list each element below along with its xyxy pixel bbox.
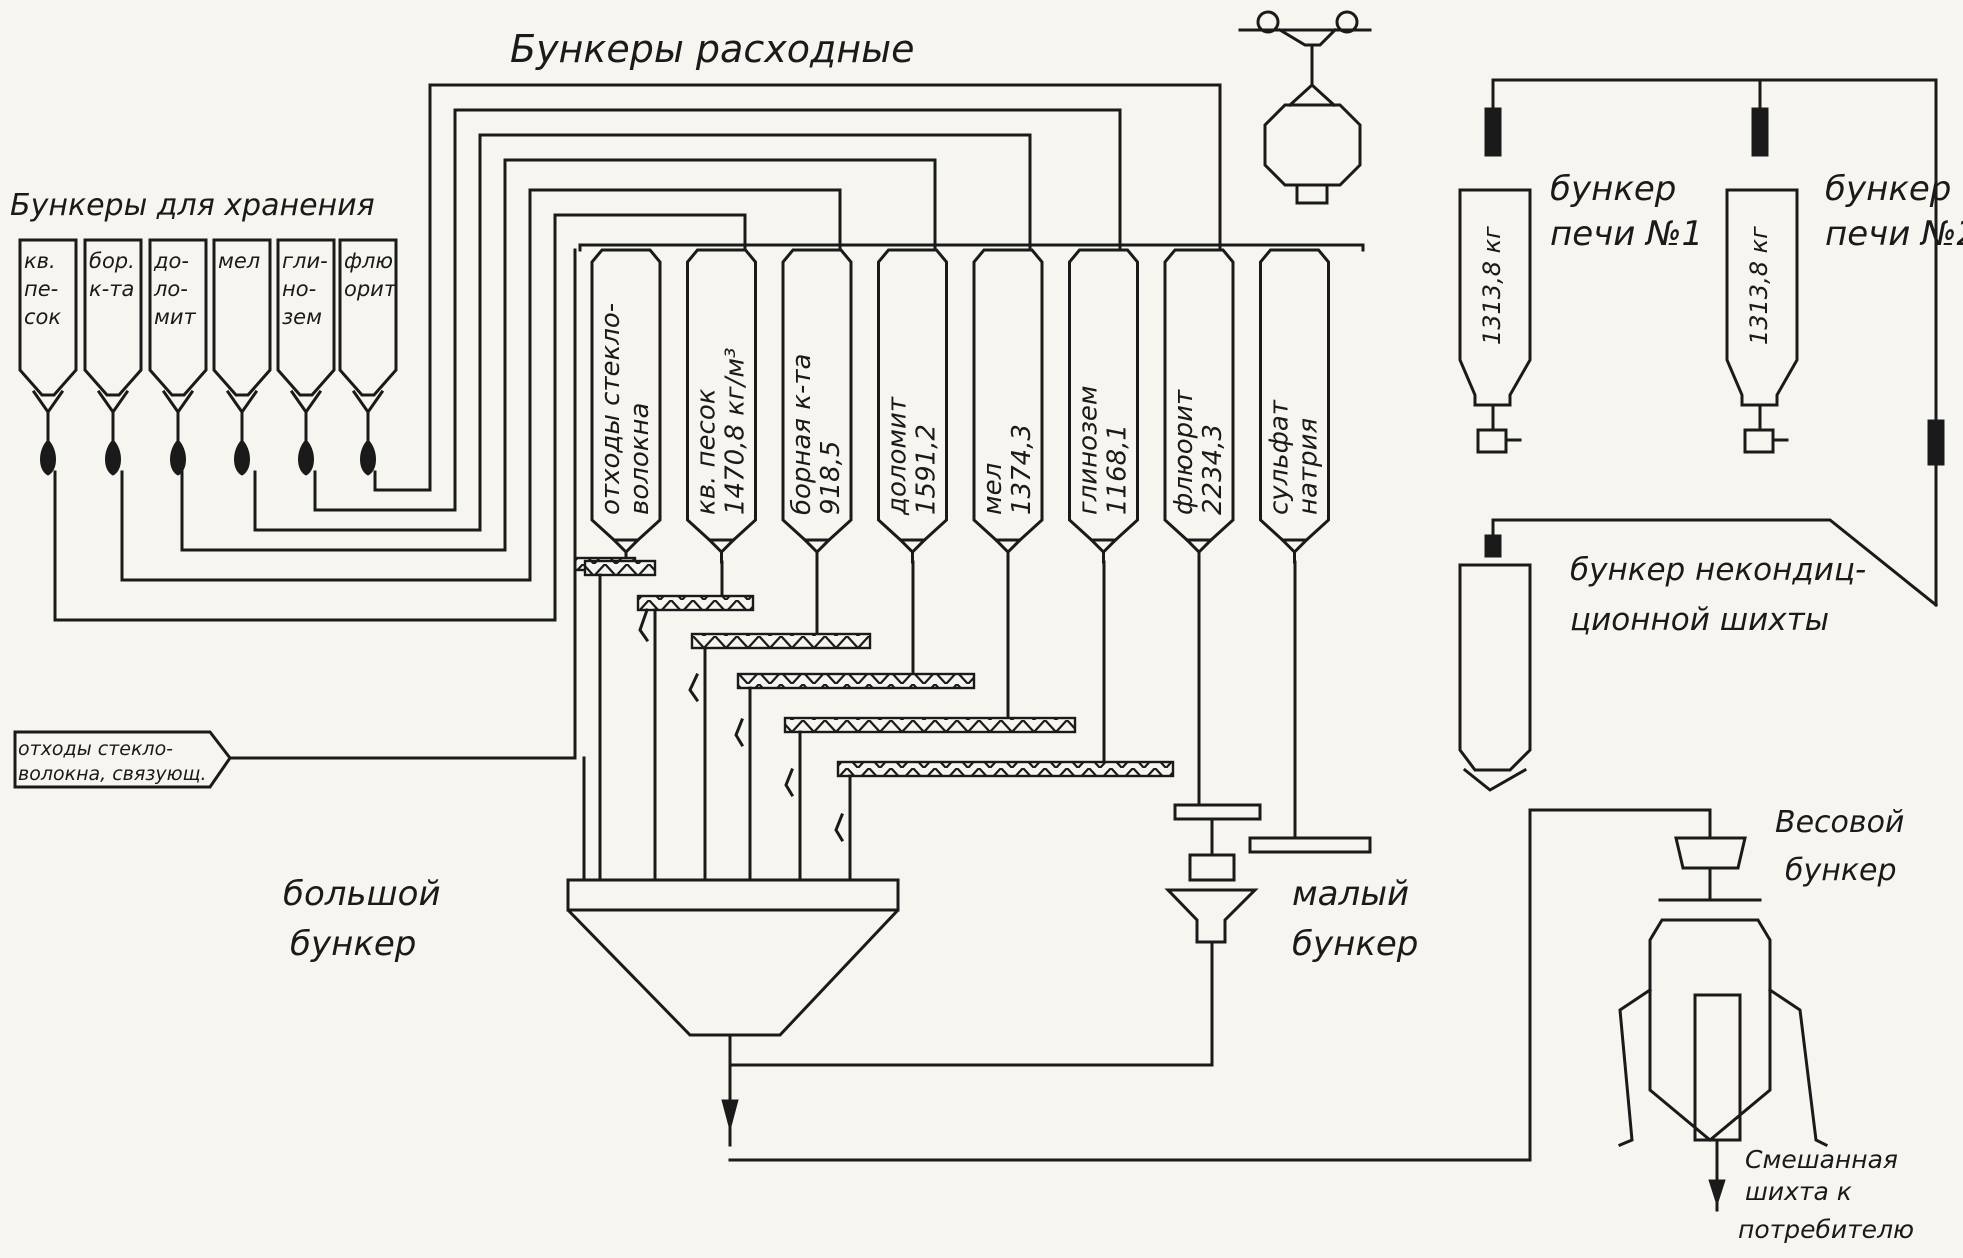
big-bunker: большой бункер (283, 808, 1712, 1162)
conveyors (582, 559, 1175, 882)
furnace2-label-1: бункер (1825, 169, 1951, 209)
distribution-lines (53, 83, 1365, 622)
storage-valve-icon (234, 439, 250, 476)
storage-bin-label: орит (344, 277, 397, 301)
storage-bin-label: флю (344, 249, 393, 273)
big-bunker-label-2: бункер (290, 924, 416, 964)
storage-bin-label: к-та (89, 277, 134, 301)
conveyor-2 (636, 594, 755, 612)
consumable-bin-value: 1591,2 (912, 424, 942, 515)
storage-bin-label: зем (282, 305, 322, 329)
waste-input-label-2: волокна, связующ. (18, 763, 207, 785)
waste-input-label-1: отходы стекло- (18, 738, 173, 760)
storage-bin-label: мит (154, 305, 196, 329)
consumable-bin-value: 1470,8 кг/м³ (721, 348, 751, 515)
consumable-bin-name: глинозем (1074, 385, 1104, 515)
nonconforming-label-1: бункер некондиц- (1570, 552, 1866, 588)
storage-valve-icon (360, 439, 376, 476)
diagram-title: Бункеры расходные (510, 27, 914, 71)
furnace-bunkers: 1313,8 кг бункер печи №1 1313,8 кг бунке… (1458, 78, 1963, 607)
nonconforming-bunker: бункер некондиц- ционной шихты (1458, 518, 1939, 792)
storage-bin-label: но- (282, 277, 316, 301)
furnace1-label-1: бункер (1550, 169, 1676, 209)
storage-bin-label: бор. (89, 249, 135, 273)
conveyor-4 (736, 672, 976, 690)
storage-bin-label: ло- (153, 277, 188, 301)
storage-bin-6: флю орит (338, 238, 398, 476)
consumable-bin-value: 2234,3 (1198, 424, 1228, 515)
storage-valve-icon (40, 439, 56, 476)
weigh-bunker-label-1: Весовой (1775, 805, 1904, 840)
storage-bin-label: мел (218, 249, 260, 273)
furnace2-value: 1313,8 кг (1745, 226, 1773, 345)
weigh-bunker-label-2: бункер (1785, 853, 1897, 888)
consumable-bin-value: 1374,3 (1007, 424, 1037, 515)
consumable-bin-name: мел (978, 463, 1008, 515)
storage-valve-icon (170, 439, 186, 476)
conveyor-3 (690, 632, 872, 650)
consumable-bin-name: доломит (883, 396, 913, 516)
consumable-bin-value: натрия (1294, 418, 1324, 515)
conveyor-6 (836, 760, 1175, 778)
consumable-bin-name: кв. песок (692, 388, 722, 515)
output-label-1: Смешанная (1745, 1145, 1898, 1174)
big-bunker-label-1: большой (283, 874, 441, 914)
consumable-bin-name: сульфат (1265, 399, 1295, 515)
storage-bin-2: бор. к-та (83, 238, 143, 476)
storage-bin-5: гли-но-зем (276, 238, 336, 476)
storage-bin-label: кв. (24, 249, 56, 273)
consumable-bin-1: отходы стекло-волокна (590, 248, 662, 564)
small-bunker: малый бункер (728, 803, 1418, 1067)
consumable-bin-value: 1168,1 (1103, 424, 1133, 515)
storage-bin-4: мел (212, 238, 272, 476)
furnace1-value: 1313,8 кг (1478, 226, 1506, 345)
conveyor-5 (783, 716, 1077, 734)
output-label-3: потребителю (1738, 1215, 1914, 1244)
storage-bin-label: пе- (24, 277, 58, 301)
storage-bin-1: кв. пе-сок (18, 238, 78, 476)
weigh-bunker: Весовой бункер Смешанная шихта к потреби… (1618, 805, 1914, 1244)
consumable-bin-name: флюорит (1169, 389, 1199, 515)
storage-title: Бункеры для хранения (10, 188, 375, 223)
nonconforming-label-2: ционной шихты (1570, 602, 1829, 638)
consumable-bin-value: 918,5 (816, 441, 846, 515)
storage-valve-icon (105, 439, 121, 476)
storage-bin-label: сок (24, 305, 61, 329)
storage-valve-icon (298, 439, 314, 476)
conveyor-1 (583, 559, 657, 577)
storage-bin-3: до-ло-мит (148, 238, 208, 476)
consumable-bin-name: отходы стекло- (596, 303, 626, 515)
consumable-bin-name: борная к-та (787, 354, 817, 515)
hoist (1238, 10, 1372, 205)
waste-input: отходы стекло- волокна, связующ. (13, 248, 577, 789)
furnace1-label-2: печи №1 (1550, 214, 1703, 254)
small-bunker-label-1: малый (1292, 874, 1409, 914)
furnace2-label-2: печи №2 (1825, 214, 1963, 254)
small-bunker-label-2: бункер (1292, 924, 1418, 964)
consumable-bin-value: волокна (625, 403, 655, 515)
storage-bin-label: до- (153, 249, 189, 273)
storage-bin-label: гли- (282, 249, 328, 273)
output-label-2: шихта к (1745, 1177, 1852, 1206)
